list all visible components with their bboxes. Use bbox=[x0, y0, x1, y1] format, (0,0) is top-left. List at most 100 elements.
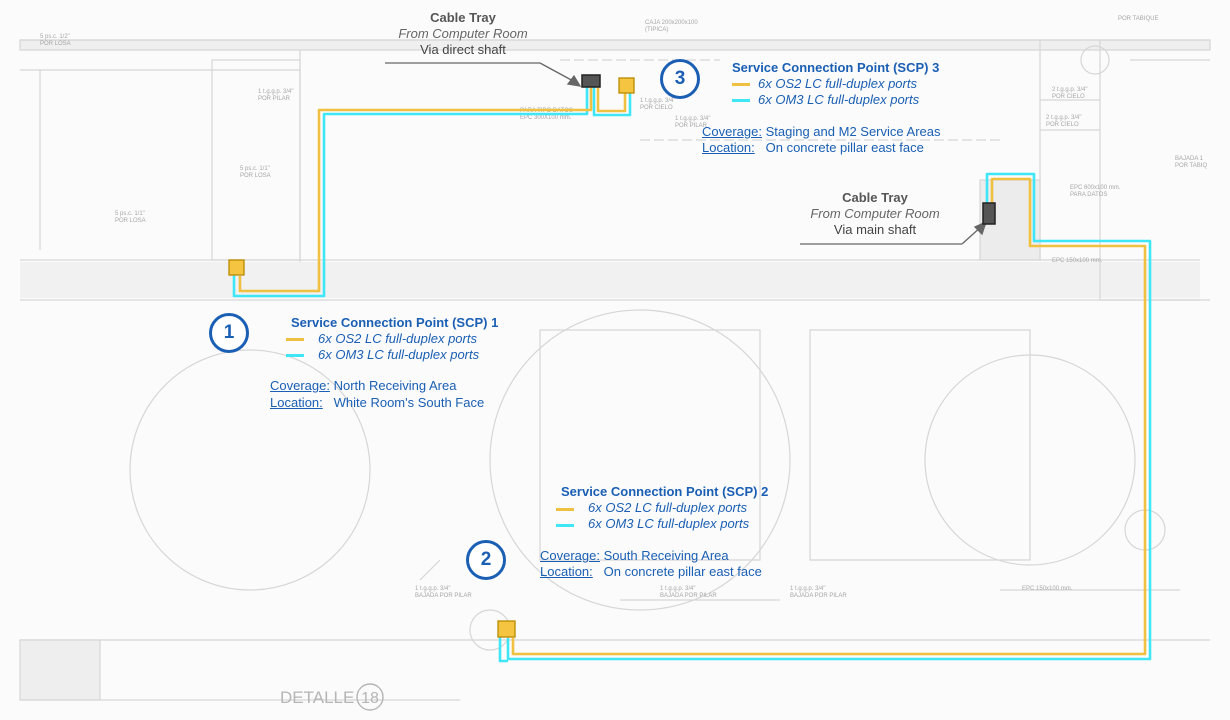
coverage-key: Coverage: bbox=[540, 548, 600, 563]
scp3-os2-ports: 6x OS2 LC full-duplex ports bbox=[758, 76, 917, 91]
tray-top-title: Cable Tray bbox=[430, 10, 496, 25]
coverage-key: Coverage: bbox=[702, 124, 762, 139]
cable-tray-right bbox=[982, 202, 996, 225]
os2-legend-swatch bbox=[732, 83, 750, 86]
plan-note: POR CIELO bbox=[1046, 122, 1079, 128]
om3-legend-swatch bbox=[286, 354, 304, 357]
plan-note: POR LOSA bbox=[115, 218, 146, 224]
leader-lines bbox=[385, 62, 988, 245]
scp1-os2-ports: 6x OS2 LC full-duplex ports bbox=[318, 331, 477, 346]
scp2-title: Service Connection Point (SCP) 2 bbox=[561, 484, 769, 499]
scp3-om3-ports: 6x OM3 LC full-duplex ports bbox=[758, 92, 920, 107]
plan-note: 5 ps.c. 1/2" bbox=[40, 34, 70, 40]
scp3-location: Location: On concrete pillar east face bbox=[702, 140, 924, 156]
plan-note: 1 t.g.g.p. 3/4" bbox=[675, 116, 711, 122]
scp3-coverage: Coverage: Staging and M2 Service Areas bbox=[702, 124, 941, 140]
corridor-band bbox=[20, 262, 1200, 298]
plan-note: POR PILAR bbox=[675, 123, 708, 129]
scp1-location: Location: White Room's South Face bbox=[270, 395, 484, 411]
plan-note: 2 t.g.g.p. 3/4" bbox=[1052, 87, 1088, 93]
plan-note: POR LOSA bbox=[240, 173, 271, 179]
os2-run-scp3 bbox=[596, 86, 627, 113]
plan-note: CAJA 200x200x100 bbox=[645, 20, 698, 26]
om3-drop-scp2 bbox=[498, 637, 508, 663]
scp3-outlet-box bbox=[618, 77, 635, 94]
tray-right-via: Via main shaft bbox=[833, 222, 917, 237]
plan-note: 5 ps.c. 1/1" bbox=[240, 166, 270, 172]
plan-note: BAJADA 1 bbox=[1175, 156, 1204, 162]
tray-top-via: Via direct shaft bbox=[420, 42, 506, 57]
os2-run-scp2 bbox=[511, 177, 1147, 656]
coverage-value: South Receiving Area bbox=[603, 548, 729, 563]
scp2-outlet-box bbox=[497, 620, 516, 638]
plan-note: 1 t.g.g.p. 3/4" bbox=[258, 89, 294, 95]
scp2-om3-ports: 6x OM3 LC full-duplex ports bbox=[588, 516, 750, 531]
tray-top-subtitle: From Computer Room bbox=[398, 26, 528, 41]
scp3-number-badge: 3 bbox=[660, 59, 700, 99]
plan-note: BAJADA POR PILAR bbox=[790, 593, 847, 599]
om3-run-scp3 bbox=[592, 86, 632, 117]
scp1-coverage: Coverage: North Receiving Area bbox=[270, 378, 456, 394]
plan-note: EPC 600x100 mm. bbox=[1070, 185, 1121, 191]
plan-note: POR CIELO bbox=[640, 105, 673, 111]
architectural-background bbox=[19, 39, 1211, 701]
plan-note: EPC 150x100 mm. bbox=[1052, 258, 1103, 264]
equipment-outline bbox=[809, 329, 1031, 561]
om3-legend-swatch bbox=[732, 99, 750, 102]
plan-note: 1 t.g.g.p. 3/4" bbox=[415, 586, 451, 592]
plan-note: EPC 300X100 mm. bbox=[520, 115, 572, 121]
scp2-coverage: Coverage: South Receiving Area bbox=[540, 548, 729, 564]
plan-note: PARA DATOS bbox=[1070, 192, 1107, 198]
os2-legend-swatch bbox=[556, 508, 574, 511]
tray-right-subtitle: From Computer Room bbox=[810, 206, 940, 221]
scp2-number-badge: 2 bbox=[466, 540, 506, 580]
detail-number: 18 bbox=[361, 690, 379, 707]
plan-note: POR TABIQ bbox=[1175, 163, 1207, 169]
plan-note: BAJADA POR PILAR bbox=[660, 593, 717, 599]
plan-note: POR CIELO bbox=[1052, 94, 1085, 100]
pillar-circle bbox=[1080, 45, 1110, 75]
scp1-number-badge: 1 bbox=[209, 313, 249, 353]
location-value: White Room's South Face bbox=[333, 395, 485, 410]
plan-note: POR TABIQUE bbox=[1118, 16, 1158, 22]
plan-note: 1 t.g.g.p. 3/4" bbox=[660, 586, 696, 592]
scp1-title: Service Connection Point (SCP) 1 bbox=[291, 315, 499, 330]
plan-note: 1 t.g.g.p. 3/4" bbox=[790, 586, 826, 592]
wall-north-band bbox=[19, 39, 1211, 51]
coverage-value: North Receiving Area bbox=[333, 378, 457, 393]
detail-circle bbox=[356, 683, 384, 711]
om3-run-scp2 bbox=[506, 172, 1152, 661]
leader-line-top-tray bbox=[539, 62, 576, 83]
scp1-outlet-box bbox=[228, 259, 245, 276]
arrow-head-icon bbox=[973, 220, 988, 236]
scp2-location: Location: On concrete pillar east face bbox=[540, 564, 762, 580]
plan-note: EPC 150x100 mm. bbox=[1022, 586, 1073, 592]
room-outline bbox=[211, 59, 301, 261]
cable-runs bbox=[232, 86, 1152, 663]
scp3-title: Service Connection Point (SCP) 3 bbox=[732, 60, 940, 75]
cable-tray-top bbox=[581, 74, 601, 88]
tank-outline bbox=[129, 349, 371, 591]
plan-note: (TIPICA) bbox=[645, 27, 668, 33]
plan-note: POR LOSA bbox=[40, 41, 71, 47]
coverage-value: Staging and M2 Service Areas bbox=[765, 124, 941, 139]
om3-legend-swatch bbox=[556, 524, 574, 527]
tray-right-title: Cable Tray bbox=[842, 190, 908, 205]
tank-outline bbox=[489, 309, 791, 611]
plan-note: 5 ps.c. 1/1" bbox=[115, 211, 145, 217]
plan-notes: 5 ps.c. 1/2" POR LOSA 5 ps.c. 1/1" POR L… bbox=[40, 16, 1207, 711]
scp2-os2-ports: 6x OS2 LC full-duplex ports bbox=[588, 500, 747, 515]
location-key: Location: bbox=[702, 140, 755, 155]
arrow-head-icon bbox=[566, 74, 582, 87]
plan-note: 1 t.g.g.p. 3/4" bbox=[640, 98, 676, 104]
equipment-outline bbox=[539, 329, 761, 561]
plan-note: POR PILAR bbox=[258, 96, 291, 102]
os2-legend-swatch bbox=[286, 338, 304, 341]
location-key: Location: bbox=[270, 395, 323, 410]
wall-south-band bbox=[19, 639, 101, 701]
os2-run-scp1 bbox=[238, 86, 593, 293]
scp1-om3-ports: 6x OM3 LC full-duplex ports bbox=[318, 347, 480, 362]
grid-line bbox=[419, 559, 441, 581]
